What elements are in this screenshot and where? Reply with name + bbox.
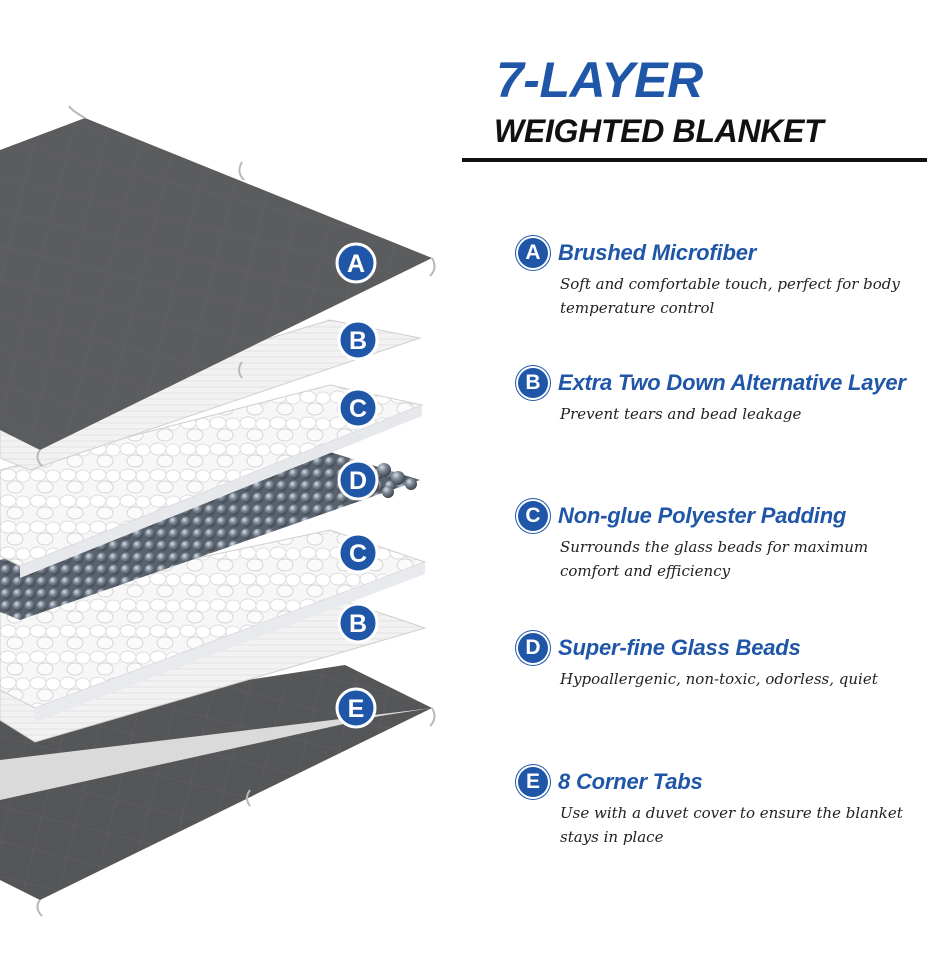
feature-description: Soft and comfortable touch, perfect for … — [560, 275, 900, 317]
feature-description: Surrounds the glass beads for maximum co… — [560, 538, 869, 580]
layer-marker-letter: B — [349, 327, 367, 355]
title-main: 7-LAYER — [496, 52, 703, 108]
layer-b-upper-sheet — [0, 319, 422, 471]
feature-title: Super-fine Glass Beads — [558, 635, 801, 660]
feature-title: 8 Corner Tabs — [558, 769, 703, 794]
layer-c-lower-sheet — [0, 529, 427, 722]
feature-corner-tabs: E 8 Corner Tabs Use with a duvet cover t… — [518, 765, 928, 849]
layer-marker-c: C — [337, 387, 379, 429]
feature-title: Extra Two Down Alternative Layer — [558, 370, 906, 395]
layer-marker-letter: E — [348, 695, 365, 723]
corner-tab-icon — [36, 105, 436, 467]
feature-badge: D — [518, 633, 548, 663]
layer-marker-c: C — [337, 532, 379, 574]
feature-glass-beads: D Super-fine Glass Beads Hypoallergenic,… — [518, 631, 928, 691]
feature-description: Use with a duvet cover to ensure the bla… — [560, 804, 903, 846]
feature-title: Non-glue Polyester Padding — [558, 503, 847, 528]
feature-polyester-padding: C Non-glue Polyester Padding Surrounds t… — [518, 499, 928, 583]
feature-description: Prevent tears and bead leakage — [560, 405, 802, 423]
layer-e-sheet — [0, 665, 432, 900]
layer-marker-letter: B — [349, 610, 367, 638]
title-sub: WEIGHTED BLANKET — [494, 113, 824, 149]
layer-marker-e: E — [335, 687, 377, 729]
feature-title: Brushed Microfiber — [558, 240, 757, 265]
layer-marker-a: A — [335, 242, 377, 284]
layer-marker-d: D — [337, 459, 379, 501]
layer-marker-b: B — [337, 602, 379, 644]
corner-tab-icon — [36, 707, 436, 917]
layer-marker-letter: D — [349, 467, 367, 495]
feature-brushed-microfiber: A Brushed Microfiber Soft and comfortabl… — [518, 236, 928, 320]
feature-badge: B — [518, 368, 548, 398]
feature-badge: A — [518, 238, 548, 268]
feature-badge: E — [518, 767, 548, 797]
blanket-layers-illustration: A B C D C B E — [0, 105, 436, 917]
layer-marker-letter: C — [349, 395, 367, 423]
layer-c-upper-sheet — [0, 384, 424, 578]
feature-down-alternative-layer: B Extra Two Down Alternative Layer Preve… — [518, 366, 928, 426]
layer-marker-letter: A — [347, 250, 365, 278]
feature-description: Hypoallergenic, non-toxic, odorless, qui… — [560, 670, 878, 688]
layer-marker-letter: C — [349, 540, 367, 568]
layer-a-sheet — [0, 118, 432, 450]
title-divider — [462, 158, 927, 162]
feature-badge: C — [518, 501, 548, 531]
layer-marker-b: B — [337, 319, 379, 361]
